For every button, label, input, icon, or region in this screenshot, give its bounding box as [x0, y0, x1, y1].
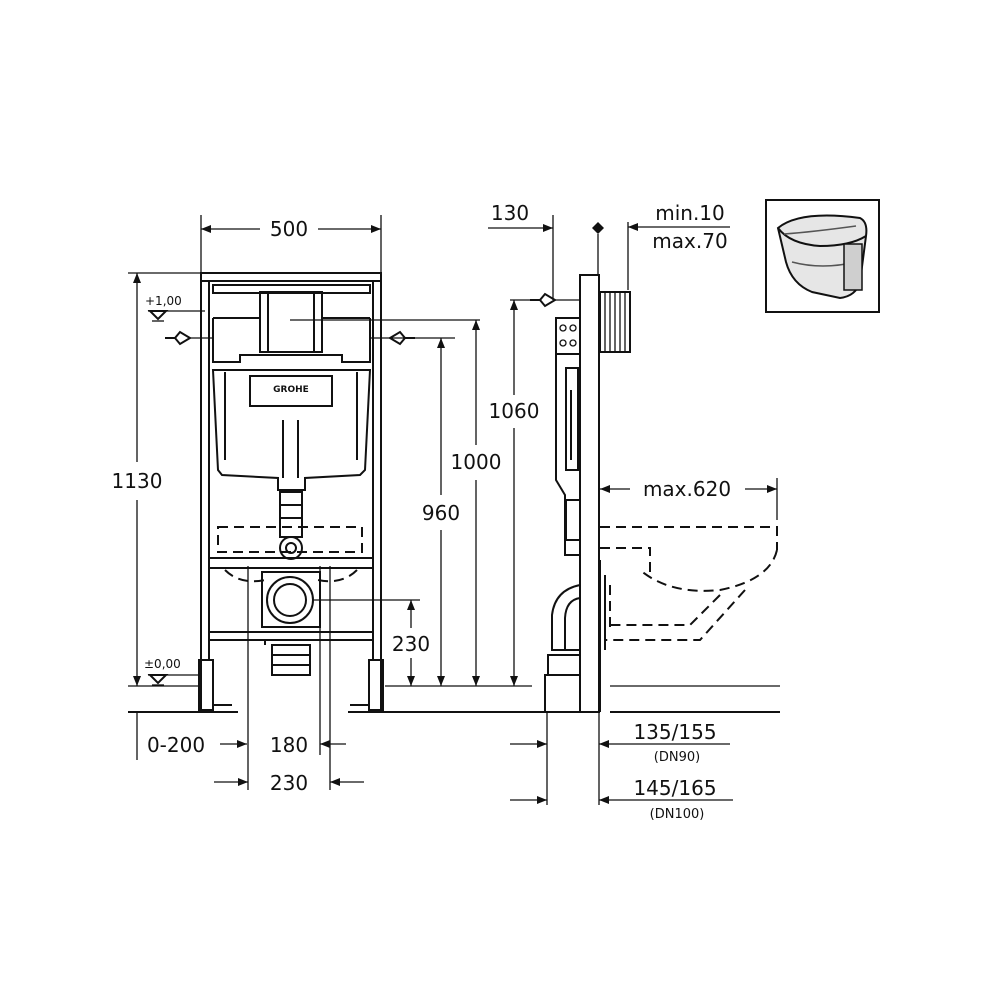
- cistern: GROHE: [211, 284, 372, 560]
- dim-130-label: 130: [491, 201, 529, 225]
- dim-180-label: 180: [270, 733, 308, 757]
- dim-height-1130: 1130: [112, 272, 201, 686]
- dim-180: 180: [247, 566, 346, 790]
- dim-1060: 1060: [489, 300, 540, 686]
- side-frame: [544, 274, 631, 713]
- dim-1060-label: 1060: [489, 399, 540, 423]
- toilet-thumbnail: [765, 199, 880, 313]
- max-620-label: max.620: [643, 477, 731, 501]
- level-bottom: ±0,00: [144, 657, 199, 686]
- water-inlet-left: [165, 330, 213, 346]
- side-water-inlet: [510, 292, 580, 308]
- dim-1000-label: 1000: [451, 450, 502, 474]
- dim-960: 960: [422, 338, 460, 686]
- dim-max-620: max.620: [600, 477, 778, 520]
- dim-960-label: 960: [422, 501, 460, 525]
- level-bottom-label: ±0,00: [144, 657, 181, 671]
- level-top-label: +1,00: [145, 294, 182, 308]
- brand-label: GROHE: [273, 385, 309, 395]
- dim-0-200: 0-200: [136, 712, 247, 760]
- dim-1000: 1000: [451, 320, 502, 686]
- dim-230-height-label: 230: [392, 632, 430, 656]
- dim-230-width-label: 230: [270, 771, 308, 795]
- level-top: +1,00: [145, 294, 205, 322]
- min-label: min.10: [655, 201, 725, 225]
- drain-connection: [261, 571, 321, 676]
- toilet-outline-dashed: [217, 526, 363, 583]
- dim-230-height: 230: [392, 600, 430, 686]
- height-1130-label: 1130: [112, 469, 163, 493]
- dim-width-500: 500: [200, 215, 382, 275]
- width-500-label: 500: [270, 217, 308, 241]
- front-view: 500: [112, 215, 545, 795]
- dn90-label: (DN90): [654, 750, 700, 765]
- dim-min-max: min.10 max.70: [592, 201, 730, 290]
- side-view: 130 min.10 max.70: [488, 201, 780, 822]
- dim-230-width: 230: [214, 771, 364, 795]
- dim-135-155: 135/155 (DN90): [510, 712, 730, 805]
- dn100-label: (DN100): [650, 807, 705, 822]
- toilet-side-dashed: [600, 526, 778, 641]
- dim-0-200-label: 0-200: [147, 733, 205, 757]
- dim-135-155-label: 135/155: [633, 720, 716, 744]
- dim-145-165: 145/165 (DN100): [510, 776, 733, 822]
- max-label: max.70: [652, 229, 727, 253]
- frame: [198, 272, 384, 711]
- dim-145-165-label: 145/165: [633, 776, 716, 800]
- dim-130: 130: [488, 201, 554, 300]
